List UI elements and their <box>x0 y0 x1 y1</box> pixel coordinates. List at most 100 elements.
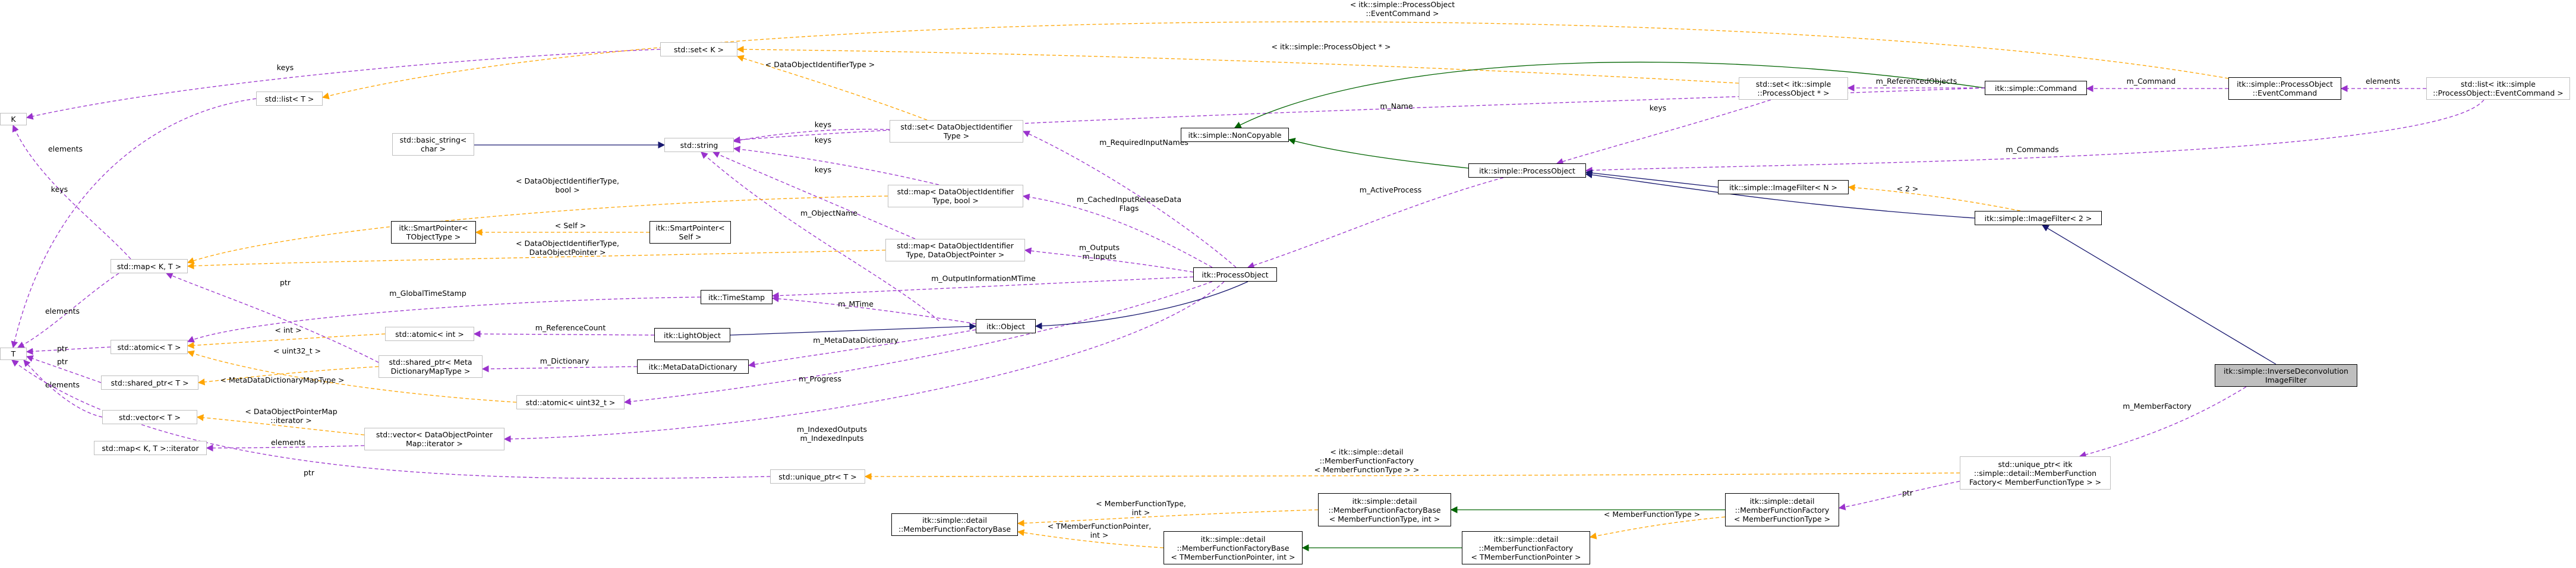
node-atomic-T: std::atomic< T > <box>111 340 188 354</box>
edge-mapkt-metadict-label: ptr <box>280 278 291 287</box>
node-atomic-int: std::atomic< int > <box>385 327 474 341</box>
edge-setK-dotype <box>736 55 928 121</box>
edge-command-eventcmd-label: m_Command <box>2127 77 2176 86</box>
edge-mffb-mffint <box>1017 509 1319 527</box>
edge-mff-ptr-label: ptr <box>1902 488 1913 497</box>
edge-object-mtime <box>771 295 976 324</box>
node-T: T <box>0 348 27 360</box>
edge-process-requiredinput <box>1022 131 1237 268</box>
edge-po-active-label: m_ActiveProcess <box>1360 185 1422 194</box>
edge-mapptr-string <box>712 151 916 239</box>
node-mffb-int[interactable]: itk::simple::detail ::MemberFunctionFact… <box>1318 493 1451 526</box>
edge-eventcmd-list-label: elements <box>2366 77 2400 86</box>
edge-process-progress <box>623 281 1213 405</box>
edge-setK-po <box>736 46 1739 84</box>
edge-metadict-dictionary-label: m_Dictionary <box>540 356 589 365</box>
edge-setdotype-string <box>733 128 890 144</box>
edge-lightobject-refcount <box>473 330 655 337</box>
edge-vector-dop-label: < DataObjectPointerMap::iterator > <box>245 407 337 425</box>
edge-timestamp-global-label: m_GlobalTimeStamp <box>389 289 466 298</box>
node-smartptr-self[interactable]: itk::SmartPointer< Self > <box>649 221 731 244</box>
node-timestamp[interactable]: itk::TimeStamp <box>701 290 773 304</box>
edge-object-process <box>1035 281 1248 330</box>
node-vector-dop: std::vector< DataObjectPointer Map::iter… <box>364 428 505 450</box>
edge-mapbool-string <box>733 146 939 185</box>
edge-metadict-dictionary <box>481 365 638 373</box>
edge-lists-elements-label: elements <box>48 144 83 153</box>
edge-list-commands-label: m_Commands <box>2006 145 2058 154</box>
edge-nc-command <box>1234 61 1985 128</box>
edge-mffb-tmember-label: < TMemberFunctionPointer,int > <box>1048 522 1152 539</box>
edge-inverse-if2 <box>2041 225 2277 365</box>
edge-atomic-ptr <box>26 346 111 355</box>
node-smartptr-tobj[interactable]: itk::SmartPointer< TObjectType > <box>391 221 476 244</box>
node-itk-object[interactable]: itk::Object <box>976 319 1036 333</box>
edge-mapkt-elements-label: elements <box>45 307 80 315</box>
node-image-filter-n[interactable]: itk::simple::ImageFilter< N > <box>1718 180 1849 194</box>
edge-po-refobjs-label: m_ReferencedObjects <box>1876 77 1957 86</box>
edge-shared-meta-label: < MetaDataDictionaryMapType > <box>220 375 345 384</box>
edge-mapkt-ptr-label: < DataObjectIdentifierType,DataObjectPoi… <box>516 239 619 257</box>
node-mffb[interactable]: itk::simple::detail ::MemberFunctionFact… <box>891 513 1018 536</box>
node-process-object[interactable]: itk::ProcessObject <box>1193 267 1277 282</box>
edge-uniqueptr-ptr-label: ptr <box>304 468 315 477</box>
edge-process-objname-label: m_ObjectName <box>800 209 857 217</box>
edge-process-outinfo-label: m_OutputInformationMTime <box>931 274 1036 283</box>
node-event-command[interactable]: itk::simple::ProcessObject ::EventComman… <box>2228 77 2341 100</box>
edge-object-mtime-label: m_MTime <box>838 299 874 308</box>
node-K: K <box>0 113 27 125</box>
edge-sharedptr-ptr <box>26 355 102 383</box>
edge-mfft-mff-label: < MemberFunctionType > <box>1604 510 1700 519</box>
edge-sets-keys-label: keys <box>277 63 294 72</box>
edge-mffb-tmember <box>1017 529 1164 548</box>
node-metadict[interactable]: itk::MetaDataDictionary <box>637 359 749 374</box>
node-basic-string: std::basic_string< char > <box>392 133 474 156</box>
node-shared-ptr-T: std::shared_ptr< T > <box>101 375 198 390</box>
edge-smart-self-label: < Self > <box>555 221 586 230</box>
node-mff-membertype[interactable]: itk::simple::detail ::MemberFunctionFact… <box>1725 493 1839 526</box>
edge-mapkt-metadict <box>165 272 379 363</box>
node-std-set-K: std::set< K > <box>660 42 737 56</box>
edge-process-indexed <box>503 281 1225 443</box>
edge-uniqueptr-ptr <box>11 359 771 479</box>
edge-sharedptr-ptr-label: ptr <box>57 357 68 366</box>
node-map-K-T: std::map< K, T > <box>111 259 188 273</box>
edge-mapkt-bool <box>187 195 888 264</box>
edge-if-n <box>1585 169 1719 188</box>
edge-setsimple-keys-label: keys <box>1650 103 1666 112</box>
edge-timestamp-global <box>187 296 701 343</box>
edge-setK-po-label: < itk::simple::ProcessObject * > <box>1272 42 1391 51</box>
edge-atomic-u32-label: < uint32_t > <box>273 346 321 355</box>
node-lightobject[interactable]: itk::LightObject <box>654 328 730 342</box>
node-inverse-deconv[interactable]: itk::simple::InverseDeconvolution ImageF… <box>2215 364 2357 387</box>
node-simple-po[interactable]: itk::simple::ProcessObject <box>1468 163 1586 178</box>
edge-process-outinfo <box>771 276 1194 299</box>
edge-lightobject-refcount-label: m_ReferenceCount <box>535 323 606 332</box>
node-shared-ptr-meta: std::shared_ptr< Meta DictionaryMapType … <box>379 355 483 378</box>
edge-list-commands <box>1585 99 2484 174</box>
edge-uniq-memberfactory-label: m_MemberFactory <box>2123 402 2192 411</box>
edge-mffb-mffint-label: < MemberFunctionType,int > <box>1096 499 1186 517</box>
edge-unique-mf-label: < itk::simple::detail::MemberFunctionFac… <box>1314 447 1420 474</box>
node-image-filter-2[interactable]: itk::simple::ImageFilter< 2 > <box>1975 211 2102 225</box>
edge-listT-K-label: < itk::simple::ProcessObject::EventComma… <box>1350 0 1455 18</box>
edge-mapkt-elements <box>17 273 119 348</box>
edge-atomic-ptr-label: ptr <box>57 344 68 353</box>
edge-uniq-memberfactory <box>2079 386 2247 458</box>
node-noncopyable[interactable]: itk::simple::NonCopyable <box>1181 128 1289 142</box>
node-command[interactable]: itk::simple::Command <box>1985 81 2087 95</box>
edge-nc-po <box>1288 137 1469 169</box>
node-mff-tmember[interactable]: itk::simple::detail ::MemberFunctionFact… <box>1462 531 1590 564</box>
edge-shared-meta <box>197 366 379 386</box>
edge-unique-mf <box>864 472 1960 480</box>
edge-vector-dop <box>196 414 365 436</box>
edge-mapbool-string-label: keys <box>815 135 831 144</box>
edge-listT-K <box>321 21 2229 100</box>
node-mffb-tmember[interactable]: itk::simple::detail ::MemberFunctionFact… <box>1164 531 1303 564</box>
edge-sets-keys <box>26 49 661 120</box>
edge-ifn-2 <box>1847 184 2021 212</box>
edge-setsimple-keys <box>1556 99 1771 165</box>
